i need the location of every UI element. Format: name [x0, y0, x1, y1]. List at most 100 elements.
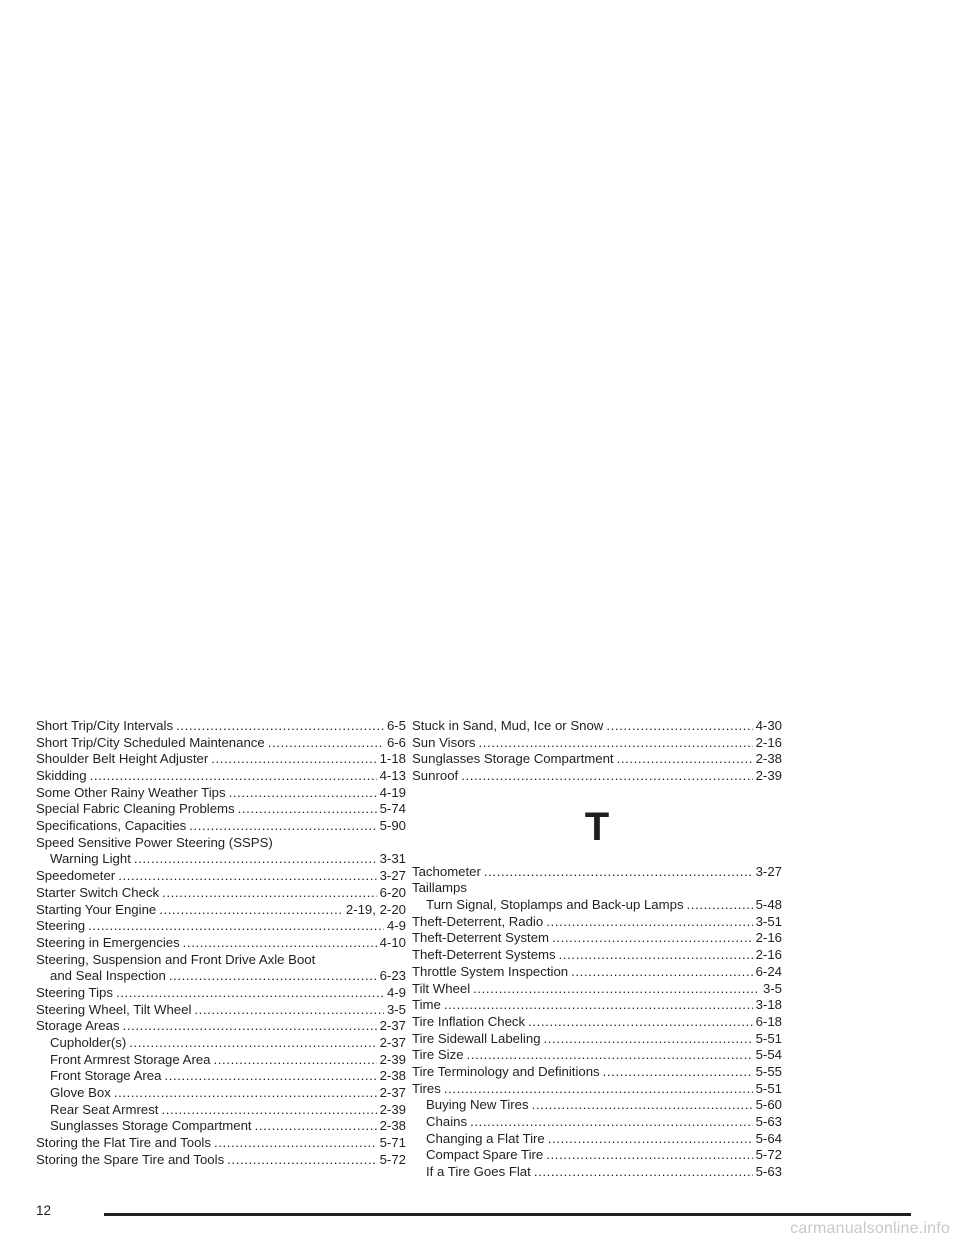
index-entry: Starting Your Engine2-19, 2-20: [36, 902, 406, 919]
entry-label: Skidding: [36, 768, 87, 784]
entry-page-ref: 6-23: [379, 968, 406, 984]
index-entry: Tire Size5-54: [412, 1047, 782, 1064]
index-entry: Sunglasses Storage Compartment2-38: [412, 751, 782, 768]
dot-leader: [116, 985, 384, 1002]
entry-label: Chains: [426, 1114, 468, 1130]
entry-page-ref: 2-39: [379, 1101, 406, 1117]
dot-leader: [211, 751, 376, 768]
index-heading: Taillamps: [412, 880, 467, 896]
index-entry: Steering Tips4-9: [36, 985, 406, 1002]
index-heading: Speed Sensitive Power Steering (SSPS): [36, 834, 273, 850]
dot-leader: [617, 751, 753, 768]
index-heading: Steering, Suspension and Front Drive Axl…: [36, 951, 316, 967]
entry-label: Storing the Flat Tire and Tools: [36, 1135, 211, 1151]
entry-page-ref: 6-5: [386, 717, 406, 733]
index-entry: Tire Terminology and Definitions5-55: [412, 1064, 782, 1081]
dot-leader: [88, 918, 384, 935]
index-entry: Short Trip/City Scheduled Maintenance6-6: [36, 735, 406, 752]
entry-page-ref: 5-64: [755, 1130, 782, 1146]
dot-leader: [229, 785, 377, 802]
dot-leader: [159, 902, 343, 919]
entry-label: Sun Visors: [412, 734, 476, 750]
entry-page-ref: 4-19: [379, 784, 406, 800]
index-subentry: Compact Spare Tire5-72: [412, 1147, 782, 1164]
entry-page-ref: 3-27: [379, 868, 406, 884]
entry-page-ref: 5-54: [755, 1047, 782, 1063]
entry-label: Tires: [412, 1080, 441, 1096]
dot-leader: [238, 801, 377, 818]
entry-page-ref: 2-39: [379, 1051, 406, 1067]
dot-leader: [606, 718, 752, 735]
entry-page-ref: 5-63: [755, 1114, 782, 1130]
entry-label: Tire Sidewall Labeling: [412, 1030, 541, 1046]
entry-label: Starter Switch Check: [36, 884, 160, 900]
entry-page-ref: 3-5: [386, 1001, 406, 1017]
index-entry: Storage Areas2-37: [36, 1018, 406, 1035]
page-number: 12: [36, 1203, 52, 1218]
index-entry: Tire Sidewall Labeling 5-51: [412, 1031, 782, 1048]
entry-page-ref: 6-18: [755, 1013, 782, 1029]
entry-label: Speedometer: [36, 868, 116, 884]
entry-label: Storage Areas: [36, 1018, 120, 1034]
entry-label: Front Armrest Storage Area: [50, 1051, 211, 1067]
index-entry: Specifications, Capacities5-90: [36, 818, 406, 835]
section-letter: T: [584, 804, 610, 849]
entry-label: Time: [412, 997, 441, 1013]
index-entry: Speedometer 3-27: [36, 868, 406, 885]
entry-page-ref: 6-20: [379, 884, 406, 900]
index-entry: Starter Switch Check 6-20: [36, 885, 406, 902]
entry-label: and Seal Inspection: [50, 968, 166, 984]
entry-page-ref: 5-51: [755, 1030, 782, 1046]
entry-label: Steering: [36, 918, 86, 934]
index-entry: Tires 5-51: [412, 1081, 782, 1098]
dot-leader: [470, 1114, 753, 1131]
entry-label: Throttle System Inspection: [412, 963, 569, 979]
entry-page-ref: 4-10: [379, 934, 406, 950]
entry-page-ref: 2-37: [379, 1035, 406, 1051]
entry-page-ref: 5-74: [379, 801, 406, 817]
dot-leader: [123, 1018, 377, 1035]
dot-leader: [227, 1152, 376, 1169]
dot-leader: [687, 897, 753, 914]
entry-label: Stuck in Sand, Mud, Ice or Snow: [412, 717, 604, 733]
entry-page-ref: 2-38: [379, 1118, 406, 1134]
dot-leader: [129, 1035, 376, 1052]
entry-page-ref: 5-72: [379, 1151, 406, 1167]
entry-page-ref: 3-27: [755, 863, 782, 879]
index-entry: Steering Wheel, Tilt Wheel3-5: [36, 1002, 406, 1019]
entry-page-ref: 5-63: [755, 1164, 782, 1180]
index-entry: Storing the Flat Tire and Tools5-71: [36, 1135, 406, 1152]
index-entry: Theft-Deterrent System2-16: [412, 930, 782, 948]
index-entry: Steering4-9: [36, 918, 406, 935]
entry-label: Starting Your Engine: [36, 901, 157, 917]
index-subentry: Front Storage Area2-38: [36, 1068, 406, 1085]
entry-label: Tilt Wheel: [412, 980, 471, 996]
entry-page-ref: 2-39: [755, 768, 782, 784]
index-entry: Theft-Deterrent, Radio3-51: [412, 914, 782, 931]
dot-leader: [559, 947, 753, 964]
dot-leader: [444, 997, 753, 1014]
dot-leader: [467, 1047, 753, 1064]
entry-label: Warning Light: [50, 851, 131, 867]
entry-page-ref: 5-51: [755, 1080, 782, 1096]
entry-label: Glove Box: [50, 1085, 111, 1101]
entry-page-ref: 2-16: [755, 734, 782, 750]
dot-leader: [473, 981, 760, 998]
dot-leader: [532, 1097, 753, 1114]
index-subentry: and Seal Inspection 6-23: [36, 968, 406, 985]
index-entry: Storing the Spare Tire and Tools5-72: [36, 1152, 406, 1169]
index-entry: Special Fabric Cleaning Problems5-74: [36, 801, 406, 818]
entry-page-ref: 5-72: [755, 1147, 782, 1163]
entry-page-ref: 3-18: [755, 997, 782, 1013]
dot-leader: [255, 1118, 377, 1135]
entry-label: Theft-Deterrent System: [412, 930, 550, 946]
dot-leader: [214, 1052, 377, 1069]
entry-page-ref: 6-6: [386, 734, 406, 750]
index-subentry: Cupholder(s)2-37: [36, 1035, 406, 1052]
entry-label: Steering Tips: [36, 984, 113, 1000]
dot-leader: [176, 718, 384, 735]
index-subentry: Turn Signal, Stoplamps and Back-up Lamps…: [412, 897, 782, 914]
entry-label: Some Other Rainy Weather Tips: [36, 784, 226, 800]
